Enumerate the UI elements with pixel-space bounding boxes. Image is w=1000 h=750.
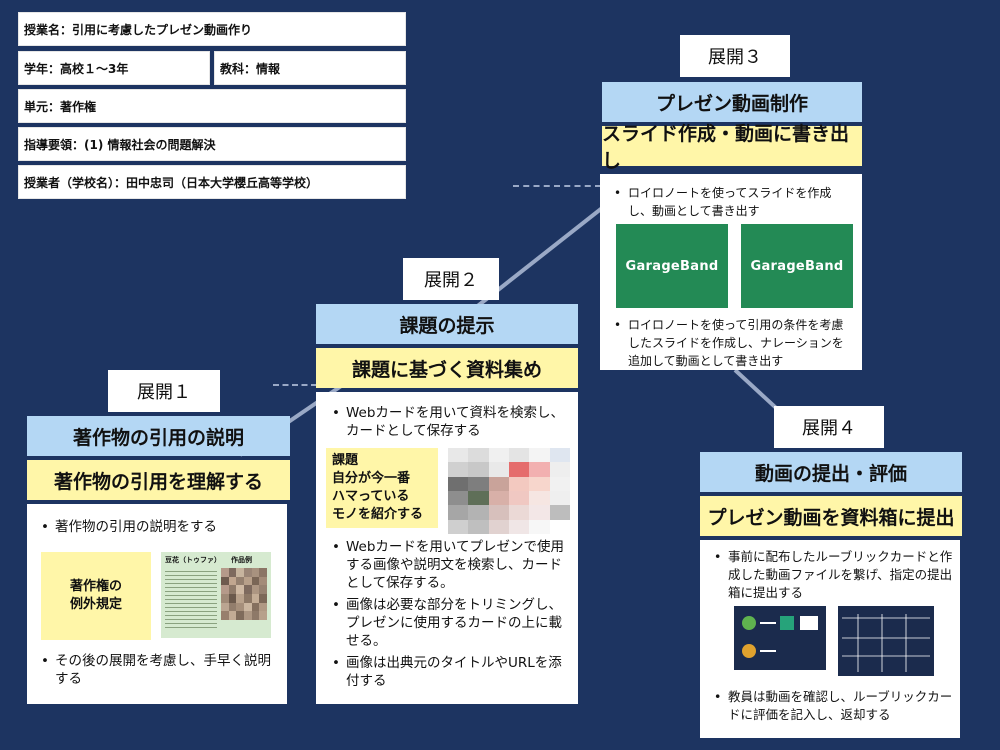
phase2-panel: Webカードを用いて資料を検索し、カードとして保存する 課題 自分が今一番 ハマ… bbox=[316, 392, 578, 704]
phase1-example-doc: 豆花（トゥファ） 作品例 bbox=[161, 552, 271, 638]
phase3-panel: ロイロノートを使ってスライドを作成し、動画として書き出す GarageBand … bbox=[600, 174, 862, 370]
phase3-title: プレゼン動画制作 bbox=[602, 82, 862, 122]
unit-field: 単元：著作権 bbox=[18, 89, 406, 123]
submit-item-teal bbox=[780, 616, 794, 630]
phase4-bullet-2: 教員は動画を確認し、ルーブリックカードに評価を記入し、返却する bbox=[712, 688, 954, 724]
phase3-bullet-1: ロイロノートを使ってスライドを作成し、動画として書き出す bbox=[612, 184, 854, 220]
phase3-bullet-2: ロイロノートを使って引用の条件を考慮したスライドを作成し、ナレーションを追加して… bbox=[612, 316, 854, 370]
dash-line-2 bbox=[513, 185, 601, 187]
phase1-subtitle: 著作物の引用を理解する bbox=[27, 460, 290, 500]
phase2-tag: 展開２ bbox=[403, 258, 499, 300]
teacher-field: 授業者（学校名）：田中忠司（日本大学櫻丘高等学校） bbox=[18, 165, 406, 199]
subject-field: 教科：情報 bbox=[214, 51, 406, 85]
submit-item-orange bbox=[742, 644, 756, 658]
phase1-bullet-1: 著作物の引用の説明をする bbox=[39, 518, 279, 536]
guideline-field: 指導要領：(1) 情報社会の問題解決 bbox=[18, 127, 406, 161]
phase2-bullet-3: 画像は必要な部分をトリミングし、プレゼンに使用するカードの上に載せる。 bbox=[330, 596, 570, 650]
phase1-tag: 展開１ bbox=[108, 370, 220, 412]
phase2-card-label: 課題 自分が今一番 ハマっている モノを紹介する bbox=[332, 453, 424, 522]
submit-item-white bbox=[800, 616, 818, 630]
rubric-grid bbox=[842, 614, 930, 672]
phase2-bullet-2: Webカードを用いてプレゼンで使用する画像や説明文を検索し、カードとして保存する… bbox=[330, 538, 570, 592]
phase1-exception-card: 著作権の 例外規定 bbox=[41, 552, 151, 640]
phase3-subtitle: スライド作成・動画に書き出し bbox=[602, 123, 862, 172]
doc-blurred-image bbox=[221, 568, 267, 620]
garageband-icon-1: GarageBand bbox=[616, 224, 728, 308]
phase1-panel: 著作物の引用の説明をする 著作権の 例外規定 豆花（トゥファ） 作品例 その後の… bbox=[27, 504, 287, 704]
phase2-subtitle: 課題に基づく資料集め bbox=[316, 348, 578, 388]
doc-title: 豆花（トゥファ） bbox=[165, 556, 221, 564]
phase2-task-card: 課題 自分が今一番 ハマっている モノを紹介する bbox=[326, 448, 438, 528]
phase1-bullet-2: その後の展開を考慮し、手早く説明する bbox=[39, 652, 279, 688]
phase3-tag: 展開３ bbox=[680, 35, 790, 77]
phase2-bullet-1: Webカードを用いて資料を検索し、カードとして保存する bbox=[330, 404, 570, 440]
submit-arrow-1 bbox=[760, 622, 776, 624]
phase1-title: 著作物の引用の説明 bbox=[27, 416, 290, 456]
phase2-blurred-image bbox=[448, 448, 570, 534]
phase2-bullet-4: 画像は出典元のタイトルやURLを添付する bbox=[330, 654, 570, 690]
doc-text-lines bbox=[165, 568, 217, 628]
phase4-subtitle: プレゼン動画を資料箱に提出 bbox=[700, 496, 962, 536]
phase4-panel: 事前に配布したルーブリックカードと作成した動画ファイルを繋げ、指定の提出箱に提出… bbox=[700, 540, 960, 738]
dash-line-1 bbox=[273, 384, 317, 386]
phase4-rubric-card bbox=[838, 606, 934, 676]
phase1-card-label: 著作権の 例外規定 bbox=[69, 579, 122, 612]
submit-item-green bbox=[742, 616, 756, 630]
phase4-title: 動画の提出・評価 bbox=[700, 452, 962, 492]
doc-example-label: 作品例 bbox=[231, 556, 252, 564]
phase2-title: 課題の提示 bbox=[316, 304, 578, 344]
garageband-icon-2: GarageBand bbox=[741, 224, 853, 308]
phase4-submission-screen bbox=[734, 606, 826, 670]
lesson-name: 授業名：引用に考慮したプレゼン動画作り bbox=[18, 12, 406, 46]
grade-field: 学年：高校１〜3年 bbox=[18, 51, 210, 85]
phase4-tag: 展開４ bbox=[774, 406, 884, 448]
submit-arrow-2 bbox=[760, 650, 776, 652]
phase4-bullet-1: 事前に配布したルーブリックカードと作成した動画ファイルを繋げ、指定の提出箱に提出… bbox=[712, 548, 954, 602]
